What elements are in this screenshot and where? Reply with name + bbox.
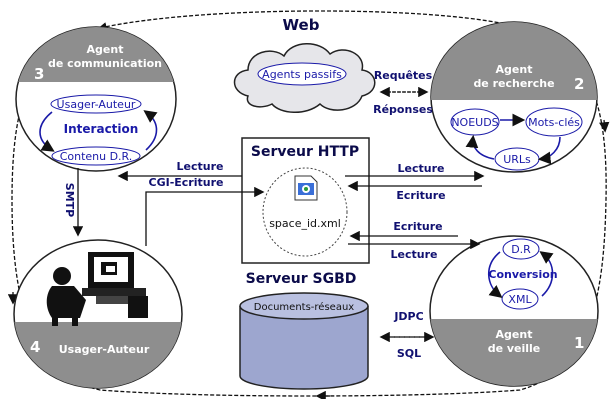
cloud-label: Agents passifs [262, 68, 342, 81]
agent4-number: 4 [30, 338, 40, 356]
agent-usager-auteur: 4 Usager-Auteur [13, 239, 183, 389]
xml-file-label: space_id.xml [269, 217, 341, 230]
agent1-item-top: D.R [511, 243, 531, 256]
agent2-item-bottom: URLs [503, 153, 531, 166]
agent-recherche: Agent de recherche 2 NOEUDS Mots-clés UR… [430, 21, 598, 173]
web-cloud: Web Agents passifs [233, 16, 376, 113]
web-title: Web [283, 16, 320, 34]
agent2-title-line1: Agent [496, 63, 533, 76]
cgi-ecriture-label: CGI-Ecriture [149, 176, 224, 189]
lecture-right-bottom-label: Lecture [391, 248, 438, 261]
agent-veille: Agent de veille 1 D.R Conversion XML [429, 235, 599, 387]
agent2-item-left: NOEUDS [451, 116, 498, 129]
ecriture-right-top-label: Ecriture [396, 189, 445, 202]
agent2-item-right: Mots-clés [528, 116, 580, 129]
agent1-title-line1: Agent [496, 328, 533, 341]
http-server-title: Serveur HTTP [251, 144, 359, 160]
smtp-label: SMTP [63, 183, 76, 217]
lecture-left-label: Lecture [177, 160, 224, 173]
agent1-item-center: Conversion [488, 268, 557, 281]
agent3-number: 3 [34, 65, 44, 83]
agent3-item-center: Interaction [64, 122, 139, 136]
agent1-title-line2: de veille [488, 342, 541, 355]
xml-file-icon [294, 175, 318, 201]
agent2-number: 2 [574, 75, 584, 93]
http-server: Serveur HTTP space_id.xml [241, 137, 370, 264]
ecriture-right-bottom-label: Ecriture [393, 220, 442, 233]
agent1-item-bottom: XML [508, 293, 532, 306]
outer-cycle-path [11, 10, 607, 397]
agent3-item-bottom: Contenu D.R. [60, 150, 133, 163]
agent-communication: Agent de communication 3 Usager-Auteur I… [15, 26, 177, 172]
agent3-title-line1: Agent [87, 43, 124, 56]
agent2-title-line2: de recherche [473, 77, 554, 90]
jdpc-label: JDPC [393, 310, 423, 323]
agent3-title-line2: de communication [48, 57, 162, 70]
database-cylinder: Documents-réseaux [239, 292, 369, 390]
requests-label: Requêtes [374, 69, 433, 82]
database-label: Documents-réseaux [254, 301, 354, 313]
agent4-title: Usager-Auteur [59, 343, 150, 356]
agent1-number: 1 [574, 334, 584, 352]
sgbd-server-title: Serveur SGBD [246, 271, 357, 287]
sql-label: SQL [397, 347, 421, 360]
responses-label: Réponses [373, 103, 433, 116]
agent3-item-top: Usager-Auteur [57, 98, 136, 111]
computer-user-icon [46, 252, 148, 326]
lecture-right-top-label: Lecture [398, 162, 445, 175]
